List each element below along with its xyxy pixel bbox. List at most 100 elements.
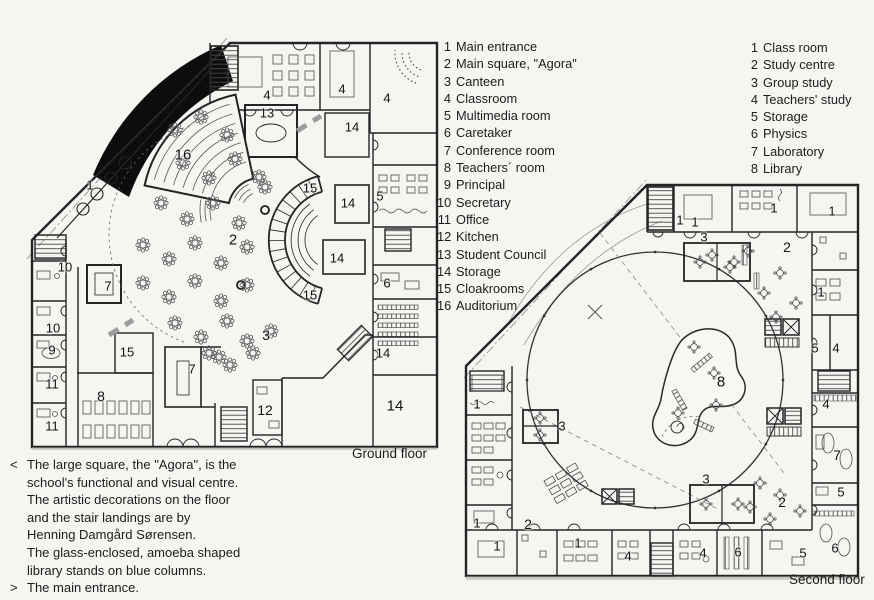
caption-line: The glass-enclosed, amoeba shaped bbox=[10, 544, 240, 562]
room-number: 13 bbox=[259, 105, 275, 121]
legend-label: Main square, "Agora" bbox=[456, 56, 577, 72]
legend-label: Class room bbox=[763, 40, 828, 55]
legend-number: 3 bbox=[443, 73, 451, 89]
legend-number: 7 bbox=[443, 142, 451, 158]
auditorium-roof-projection bbox=[505, 202, 663, 346]
legend-item: 3 Canteen bbox=[437, 73, 577, 90]
room-number: 4 bbox=[624, 548, 632, 564]
legend-number: 8 bbox=[750, 161, 758, 177]
gray-dash-marks bbox=[107, 113, 323, 338]
caption-text: library stands on blue columns. bbox=[27, 562, 207, 578]
room-number: 10 bbox=[57, 259, 73, 275]
room-number: 16 bbox=[174, 146, 192, 164]
legend-label: Study centre bbox=[763, 57, 835, 73]
caption-line: Henning Damgård Sørensen. bbox=[10, 526, 240, 544]
library-amoeba bbox=[651, 328, 746, 447]
caption-text: The large square, the "Agora", is the bbox=[27, 457, 237, 472]
ground-floor-drawing bbox=[26, 37, 439, 450]
room-number: 15 bbox=[302, 287, 318, 303]
room-number: 11 bbox=[45, 376, 59, 392]
room-number: 1 bbox=[770, 200, 778, 216]
legend-item: 2 Main square, "Agora" bbox=[437, 55, 577, 72]
room-number: 7 bbox=[104, 278, 112, 294]
room-number: 7 bbox=[188, 361, 196, 377]
legend-number: 2 bbox=[443, 56, 451, 72]
caption-line: and the stair landings are by bbox=[10, 509, 240, 527]
legend-number: 10 bbox=[437, 194, 452, 210]
legend-label: Physics bbox=[763, 126, 808, 142]
caption-line: library stands on blue columns. bbox=[10, 562, 240, 580]
legend-number: 1 bbox=[750, 40, 758, 55]
legend-number: 5 bbox=[443, 108, 451, 124]
room-number: 12 bbox=[257, 402, 273, 418]
room-number: 1 bbox=[493, 538, 501, 554]
caption-line: The artistic decorations on the floor bbox=[10, 491, 240, 509]
room-number: 1 bbox=[817, 284, 825, 300]
legend-number: 6 bbox=[443, 125, 451, 141]
room-number: 3 bbox=[702, 471, 710, 487]
room-number: 4 bbox=[699, 545, 707, 561]
caption-marker: > bbox=[10, 580, 18, 596]
room-number: 14 bbox=[344, 119, 360, 135]
legend-number: 3 bbox=[750, 74, 758, 90]
legend-label: Kitchen bbox=[456, 229, 499, 245]
legend-number: 14 bbox=[437, 263, 452, 279]
legend-label: Student Council bbox=[456, 246, 547, 262]
room-number: 6 bbox=[831, 540, 839, 556]
room-number: 14 bbox=[386, 397, 404, 415]
legend-number: 4 bbox=[750, 91, 758, 107]
second-floor-label: Second floor bbox=[789, 572, 865, 587]
legend-item: 1 Class room bbox=[750, 39, 852, 56]
room-number: 3 bbox=[558, 418, 566, 434]
room-number: 10 bbox=[45, 320, 61, 336]
caption-marker bbox=[10, 544, 27, 562]
room-number: 4 bbox=[822, 396, 830, 412]
caption-marker bbox=[10, 526, 27, 544]
legend-label: Canteen bbox=[456, 73, 505, 89]
legend-label: Office bbox=[456, 211, 490, 227]
room-number: 8 bbox=[97, 388, 105, 404]
caption-text: and the stair landings are by bbox=[27, 509, 191, 525]
room-number: 2 bbox=[783, 239, 791, 255]
site-boundary-line bbox=[463, 177, 649, 379]
room-number: 1 bbox=[473, 396, 481, 412]
room-number: 5 bbox=[799, 545, 807, 561]
room-number: 8 bbox=[716, 373, 726, 391]
room-number: 9 bbox=[48, 342, 56, 358]
room-number: 2 bbox=[524, 516, 532, 532]
legend-label: Laboratory bbox=[763, 143, 825, 159]
legend-number: 16 bbox=[437, 298, 452, 314]
room-number: 2 bbox=[228, 231, 238, 249]
furniture bbox=[36, 50, 428, 439]
caption-text: The main entrance. bbox=[27, 580, 140, 596]
caption-text: The artistic decorations on the floor bbox=[27, 492, 231, 508]
cloakroom-arc bbox=[267, 175, 323, 305]
caption-line: > The main entrance. bbox=[10, 579, 240, 597]
legend-item: 6 Physics bbox=[750, 125, 852, 142]
room-number: 4 bbox=[383, 90, 391, 106]
room-number: 15 bbox=[302, 180, 318, 196]
legend-number: 6 bbox=[750, 126, 758, 142]
room-number: 1 bbox=[574, 535, 582, 551]
room-number: 5 bbox=[837, 484, 845, 500]
legend-label: Storage bbox=[763, 109, 808, 125]
legend-number: 15 bbox=[437, 281, 452, 297]
interior-walls bbox=[466, 185, 858, 576]
room-number: 7 bbox=[833, 447, 841, 463]
legend-label: Secretary bbox=[456, 194, 511, 210]
caption-marker: < bbox=[10, 457, 18, 472]
room-number: 5 bbox=[376, 188, 384, 204]
room-number: 1 bbox=[828, 203, 836, 219]
legend-number: 4 bbox=[443, 90, 451, 106]
legend-number: 5 bbox=[750, 109, 758, 125]
